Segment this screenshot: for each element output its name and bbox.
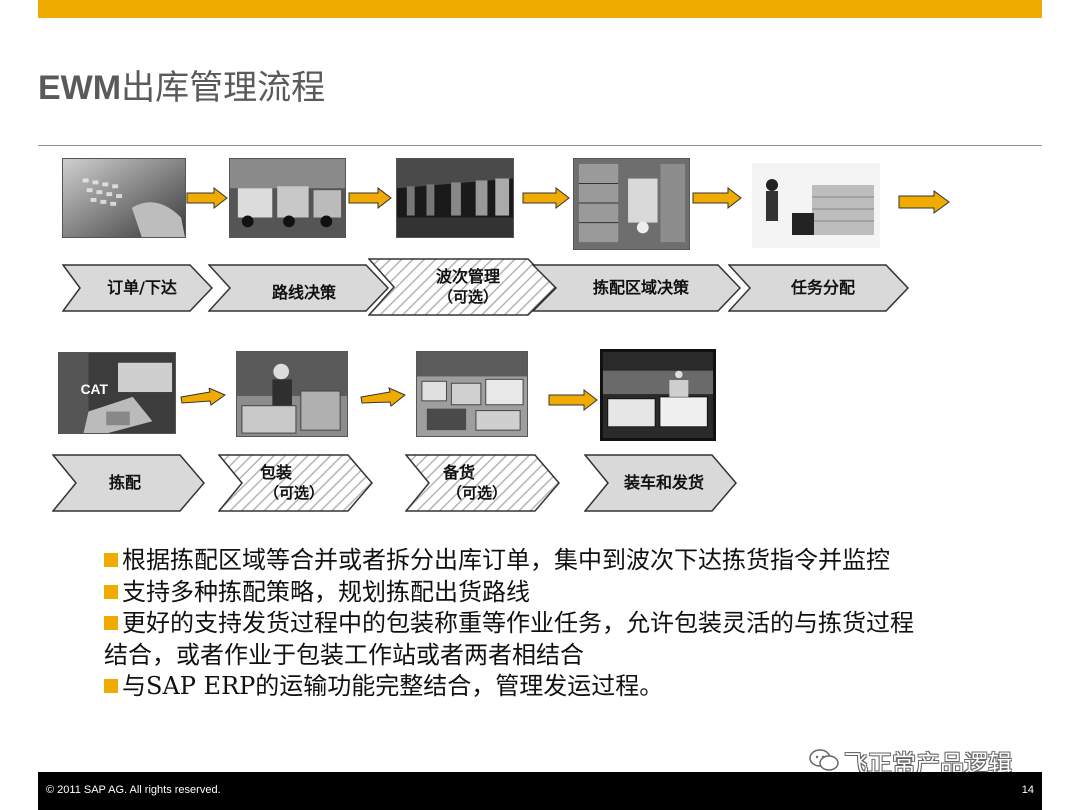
bullet-item: 与SAP ERP的运输功能完整结合，管理发运过程。 <box>104 671 924 703</box>
photo-staging-area <box>416 351 528 437</box>
bullet-item: 支持多种拣配策略，规划拣配出货路线 <box>104 577 924 609</box>
arrow-right-icon <box>180 387 227 408</box>
arrow-right-icon <box>692 186 742 210</box>
step-loading-goods-issue: 装车和发货 <box>584 454 738 512</box>
step-task-assignment: 任务分配 <box>728 264 910 312</box>
step-label: 波次管理 <box>435 267 500 286</box>
title-divider <box>38 145 1042 146</box>
step-label: 包装 <box>260 463 293 482</box>
page-number: 14 <box>1021 784 1034 796</box>
step-optional-note: （可选） <box>447 484 508 502</box>
photo-pallet-jack <box>752 163 880 248</box>
arrow-right-icon <box>186 186 228 210</box>
photo-forklift-loading <box>600 349 716 441</box>
arrow-right-icon <box>548 388 598 412</box>
step-label: 拣配 <box>108 473 141 492</box>
arrow-right-icon <box>898 190 950 214</box>
arrow-right-icon <box>522 186 570 210</box>
step-wave-management: 波次管理 （可选） <box>368 258 558 316</box>
step-label: 装车和发货 <box>623 473 704 492</box>
photo-warehouse-dock <box>396 158 514 238</box>
bullet-marker <box>104 616 118 630</box>
step-order-release: 订单/下达 <box>62 264 214 312</box>
arrow-right-icon <box>360 387 406 409</box>
photo-packing-worker <box>236 351 348 437</box>
svg-text:CAT: CAT <box>81 382 109 397</box>
bullet-marker <box>104 679 118 693</box>
step-optional-note: （可选） <box>264 484 325 502</box>
bullet-marker <box>104 553 118 567</box>
step-staging: 备货 （可选） <box>405 454 561 512</box>
page-title: EWM出库管理流程 <box>38 68 326 108</box>
step-picking: 拣配 <box>52 454 206 512</box>
bullet-item: 根据拣配区域等合并或者拆分出库订单，集中到波次下达拣货指令并监控 <box>104 545 924 577</box>
photo-shelves-worker <box>573 158 690 250</box>
photo-keyboard <box>62 158 186 238</box>
step-route-decision: 路线决策 <box>208 264 390 312</box>
copyright-text: © 2011 SAP AG. All rights reserved. <box>46 784 221 796</box>
step-label: 路线决策 <box>271 283 336 302</box>
footer-bar: © 2011 SAP AG. All rights reserved. 14 <box>38 772 1042 810</box>
arrow-right-icon <box>348 186 392 210</box>
step-packing: 包装 （可选） <box>218 454 374 512</box>
bullet-marker <box>104 584 118 599</box>
bullet-list: 根据拣配区域等合并或者拆分出库订单，集中到波次下达拣货指令并监控 支持多种拣配策… <box>104 545 924 703</box>
step-label: 备货 <box>443 463 476 482</box>
bullet-item: 更好的支持发货过程中的包装称重等作业任务，允许包装灵活的与拣货过程结合，或者作业… <box>104 609 914 669</box>
step-label: 拣配区域决策 <box>592 278 689 297</box>
step-label: 订单/下达 <box>107 278 177 297</box>
step-optional-note: （可选） <box>437 288 498 306</box>
wechat-icon <box>808 748 840 772</box>
photo-trucks <box>229 158 346 238</box>
top-accent-bar <box>38 0 1042 18</box>
photo-handheld-scanner: CAT <box>58 352 176 434</box>
step-picking-area-decision: 拣配区域决策 <box>532 264 742 312</box>
step-label: 任务分配 <box>790 278 855 297</box>
